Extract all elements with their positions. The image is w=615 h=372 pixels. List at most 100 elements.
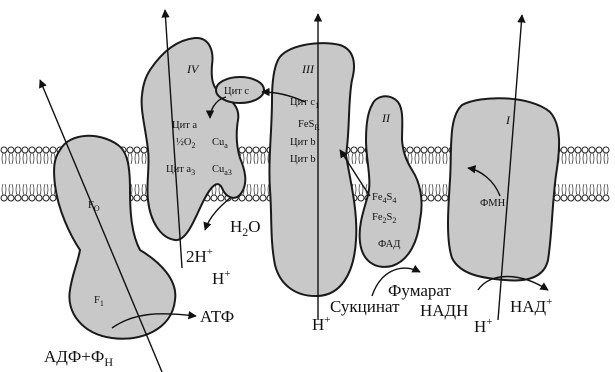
lipid-tail (23, 184, 24, 195)
lipid-tail (254, 153, 255, 164)
lipid-tail (47, 153, 48, 164)
lipid-tail (607, 153, 608, 164)
lipid-tail (261, 184, 262, 195)
lipid-tail (569, 153, 570, 164)
lipid-tail (2, 184, 3, 195)
lipid-tail (247, 153, 248, 164)
lipid-head (50, 195, 56, 201)
lipid-head (43, 147, 49, 153)
lipid-head (22, 195, 28, 201)
lipid-tail (579, 184, 580, 195)
lipid-head (246, 195, 252, 201)
lipid-head (589, 195, 595, 201)
lipid-tail (145, 153, 146, 164)
lipid-tail (425, 184, 426, 195)
lipid-tail (261, 153, 262, 164)
lipid-head (603, 147, 609, 153)
lipid-tail (572, 184, 573, 195)
lipid-head (239, 147, 245, 153)
lipid-tail (9, 184, 10, 195)
lipid-head (358, 195, 364, 201)
lipid-tail (432, 153, 433, 164)
lipid-head (50, 147, 56, 153)
lipid-tail (429, 184, 430, 195)
lipid-tail (565, 153, 566, 164)
lipid-head (428, 147, 434, 153)
lipid-tail (600, 153, 601, 164)
lipid-tail (565, 184, 566, 195)
lipid-tail (558, 184, 559, 195)
lipid-tail (415, 153, 416, 164)
lipid-tail (37, 153, 38, 164)
lipid-tail (355, 184, 356, 195)
lipid-tail (425, 153, 426, 164)
complex-iii (269, 43, 356, 296)
lipid-head (428, 195, 434, 201)
lipid-tail (16, 153, 17, 164)
two-h-label: 2H+ (186, 246, 213, 266)
lipid-tail (257, 184, 258, 195)
lipid-tail (593, 153, 594, 164)
complex-iv-numeral: IV (186, 62, 200, 76)
lipid-head (8, 147, 14, 153)
lipid-tail (562, 184, 563, 195)
lipid-head (260, 195, 266, 201)
lipid-head (358, 147, 364, 153)
lipid-tail (362, 153, 363, 164)
lipid-tail (12, 184, 13, 195)
cyt-a-label: Цит a (172, 120, 197, 131)
lipid-head (568, 147, 574, 153)
lipid-tail (44, 184, 45, 195)
lipid-head (218, 195, 224, 201)
lipid-tail (135, 184, 136, 195)
lipid-tail (44, 153, 45, 164)
lipid-head (8, 195, 14, 201)
lipid-head (435, 195, 441, 201)
lipid-tail (138, 153, 139, 164)
lipid-head (351, 147, 357, 153)
lipid-tail (439, 184, 440, 195)
lipid-tail (600, 184, 601, 195)
lipid-tail (5, 184, 6, 195)
lipid-head (29, 195, 35, 201)
lipid-tail (604, 184, 605, 195)
lipid-head (414, 147, 420, 153)
lipid-tail (51, 153, 52, 164)
lipid-head (407, 147, 413, 153)
lipid-tail (131, 153, 132, 164)
lipid-head (582, 147, 588, 153)
h-i-label: H+ (474, 316, 493, 336)
lipid-head (211, 195, 217, 201)
lipid-tail (359, 153, 360, 164)
lipid-head (43, 195, 49, 201)
water-arrow (205, 198, 230, 230)
lipid-tail (30, 153, 31, 164)
lipid-tail (443, 153, 444, 164)
complex-iii-numeral: III (301, 62, 315, 76)
lipid-head (22, 147, 28, 153)
lipid-head (421, 147, 427, 153)
lipid-head (127, 147, 133, 153)
lipid-tail (264, 184, 265, 195)
lipid-tail (590, 153, 591, 164)
lipid-head (246, 147, 252, 153)
lipid-tail (138, 184, 139, 195)
lipid-tail (23, 153, 24, 164)
lipid-tail (26, 184, 27, 195)
lipid-tail (250, 184, 251, 195)
lipid-tail (583, 153, 584, 164)
lipid-tail (145, 184, 146, 195)
lipid-tail (607, 184, 608, 195)
lipid-tail (26, 153, 27, 164)
lipid-tail (243, 153, 244, 164)
lipid-head (582, 195, 588, 201)
lipid-head (134, 147, 140, 153)
lipid-head (36, 195, 42, 201)
lipid-tail (19, 153, 20, 164)
lipid-tail (576, 184, 577, 195)
lipid-tail (597, 184, 598, 195)
lipid-tail (586, 153, 587, 164)
lipid-tail (422, 153, 423, 164)
lipid-tail (135, 153, 136, 164)
lipid-head (134, 195, 140, 201)
